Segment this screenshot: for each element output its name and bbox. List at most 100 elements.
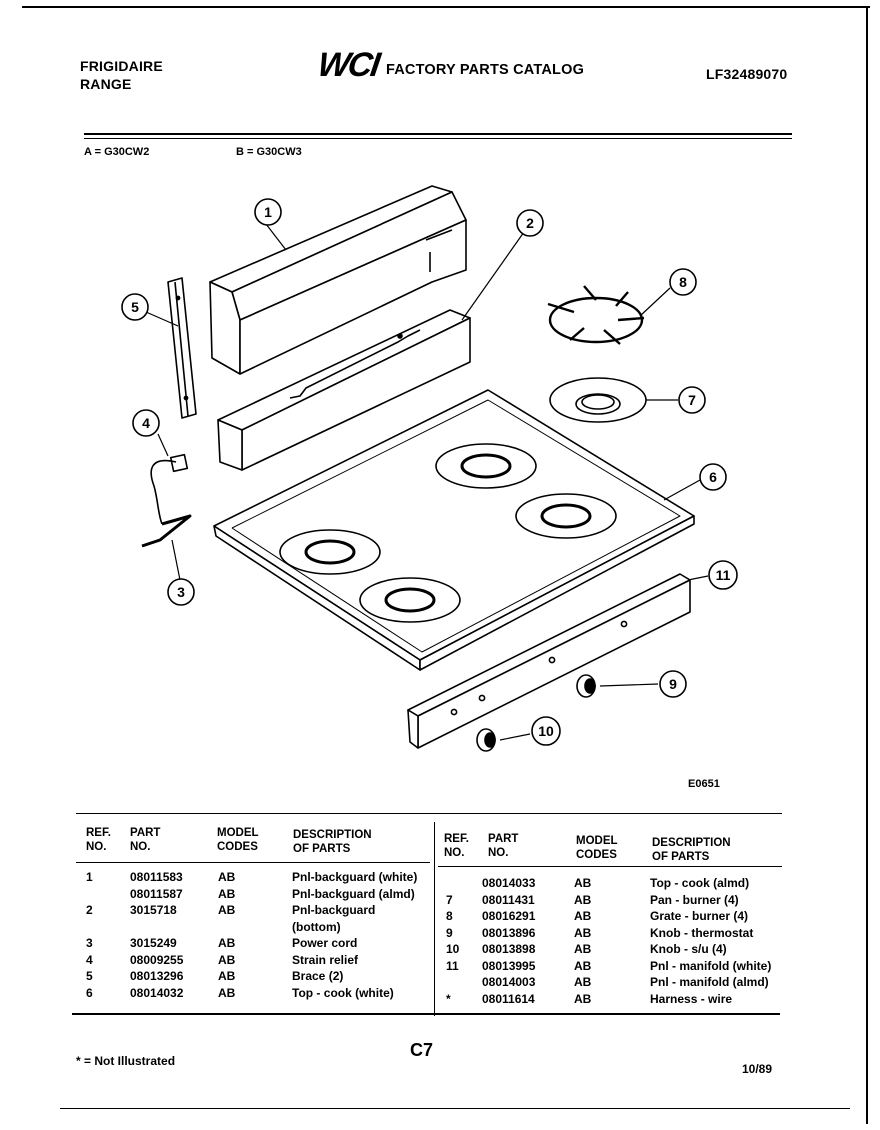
ref-cell: 1 [86, 870, 93, 884]
desc-cell: Harness - wire [650, 991, 733, 1006]
catalog-date: 10/89 [742, 1062, 773, 1076]
desc-cell: Knob - thermostat [650, 925, 754, 940]
desc-cell: Brace (2) [292, 969, 344, 983]
ref-cell [446, 875, 482, 892]
part-cell: 08013995 [482, 958, 536, 973]
codes-cell: AB [218, 985, 236, 1000]
ref-cell: 7 [446, 892, 453, 907]
part-cell: 08009255 [130, 952, 184, 967]
ref-cell: * [446, 991, 451, 1006]
desc-cell: Pnl-backguard (white) [292, 870, 418, 884]
part-grate [547, 285, 645, 345]
svg-text:2: 2 [526, 215, 534, 231]
callout-8: 8 [669, 268, 697, 296]
callout-4: 4 [132, 409, 160, 437]
page-right-border [866, 6, 868, 1124]
ref-cell: 11 [446, 958, 459, 973]
callout-7: 7 [678, 386, 706, 414]
catalog-number: LF32489070 [706, 66, 788, 82]
desc-cell: Pnl-backguard (almd) [292, 886, 415, 901]
codes-cell: AB [574, 991, 592, 1006]
codes-cell: AB [574, 925, 592, 940]
codes-cell: AB [574, 892, 592, 907]
part-power-cord [141, 459, 192, 548]
svg-text:5: 5 [131, 299, 139, 315]
svg-text:11: 11 [716, 567, 731, 583]
codes-cell: AB [574, 942, 592, 956]
codes-cell [218, 919, 292, 936]
codes-cell: AB [218, 903, 236, 917]
model-a-label: A = G30CW2 [84, 146, 150, 158]
part-cell: 08013296 [130, 969, 184, 983]
svg-text:1: 1 [264, 204, 272, 220]
codes-cell: AB [574, 975, 592, 989]
header-divider [84, 133, 792, 135]
callout-11: 11 [708, 560, 738, 590]
catalog-title: FACTORY PARTS CATALOG [386, 62, 585, 78]
codes-cell: AB [218, 969, 236, 983]
svg-text:7: 7 [688, 392, 696, 408]
ref-cell [86, 919, 130, 936]
codes-cell: AB [218, 936, 236, 950]
callout-9: 9 [659, 670, 687, 698]
codes-cell: AB [574, 958, 592, 973]
ref-cell: 10 [446, 942, 460, 956]
brand-name: FRIGIDAIRE [80, 58, 163, 74]
page-top-border [22, 6, 870, 8]
callout-2: 2 [516, 209, 544, 237]
desc-cell: Power cord [292, 936, 358, 950]
product-name: RANGE [80, 76, 132, 92]
svg-text:8: 8 [679, 274, 687, 290]
callout-10: 10 [531, 716, 561, 746]
part-strain-relief [169, 453, 189, 473]
right-header-ref: REF.NO. [444, 833, 469, 859]
desc-cell: Top - cook (white) [292, 985, 394, 1000]
svg-text:3: 3 [177, 584, 185, 600]
exploded-parts-diagram: 1 2 3 4 5 6 7 8 9 10 11 [121, 185, 738, 752]
part-cell: 08014032 [130, 985, 184, 1000]
codes-cell: AB [574, 876, 592, 890]
part-cell: 08016291 [482, 909, 536, 923]
svg-text:4: 4 [142, 415, 150, 431]
part-cell: 08011431 [482, 892, 535, 907]
ref-cell: 8 [446, 909, 453, 923]
part-cell: 08014003 [482, 975, 536, 989]
part-brace [167, 277, 197, 419]
table-top-rule [76, 813, 782, 814]
table-bottom-rule [72, 1013, 780, 1015]
codes-cell: AB [218, 870, 236, 884]
desc-cell: Strain relief [292, 952, 359, 967]
part-cell: 3015249 [130, 936, 177, 950]
callout-1: 1 [254, 198, 282, 226]
page-bottom-border [60, 1108, 850, 1109]
part-cell: 08013898 [482, 942, 536, 956]
part-cell: 08011583 [130, 870, 183, 884]
part-manifold-panel [407, 573, 691, 749]
ref-cell: 2 [86, 903, 93, 917]
desc-cell: (bottom) [292, 919, 341, 934]
table-header-rule-left [76, 862, 430, 863]
left-header-ref: REF.NO. [86, 827, 111, 853]
header-divider-thin [84, 138, 792, 139]
table-header-rule-right [438, 866, 782, 867]
table-row: (bottom) [86, 919, 432, 936]
ref-cell [446, 974, 482, 991]
svg-text:6: 6 [709, 469, 717, 485]
ref-cell [86, 886, 130, 903]
codes-cell: AB [574, 909, 592, 923]
